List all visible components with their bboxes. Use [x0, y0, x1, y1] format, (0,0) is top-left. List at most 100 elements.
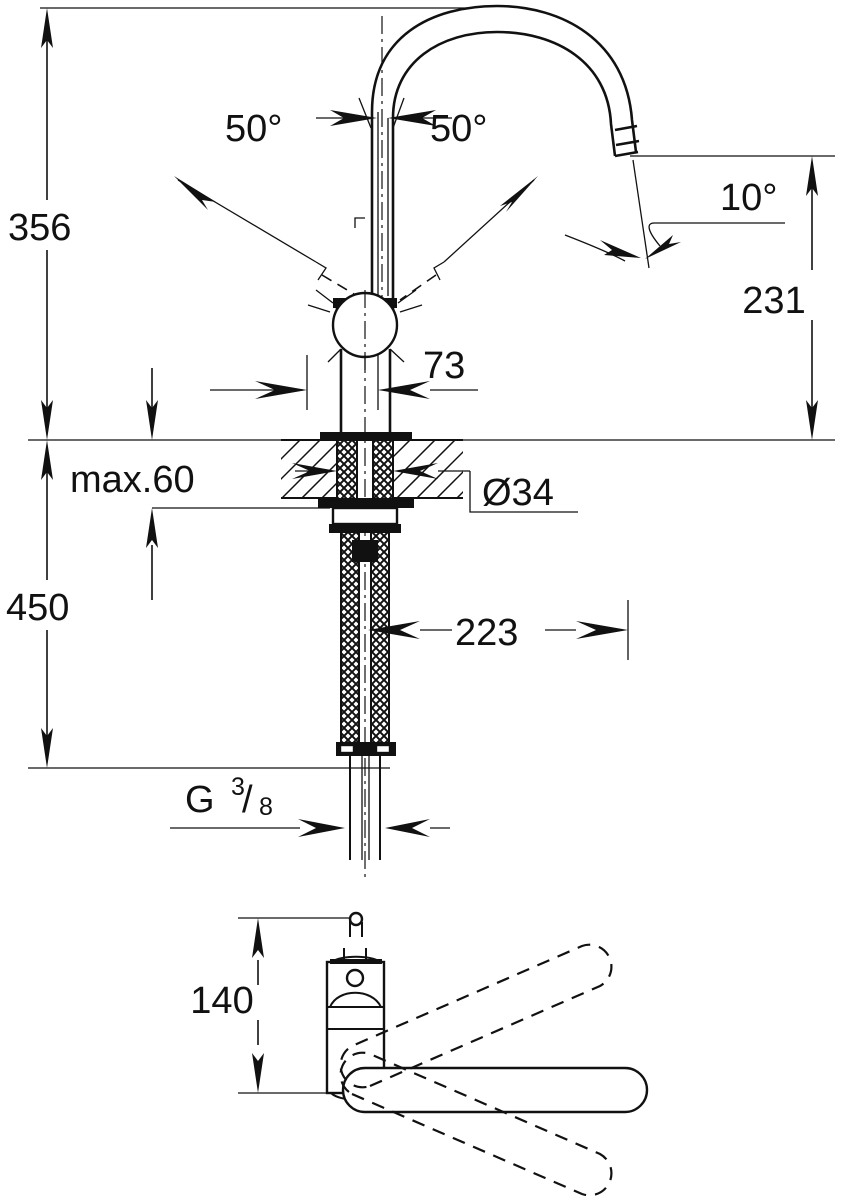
- base-flange: [320, 432, 412, 441]
- dim-max60-arrow-bottom: [146, 508, 158, 548]
- mounting-nut: [331, 506, 399, 526]
- hose-mid-collar: [352, 540, 378, 562]
- mounting-assembly: [318, 432, 414, 533]
- ball-tick-3: [397, 289, 417, 304]
- thread-denominator: 8: [259, 793, 273, 821]
- dim-140-arrow-bottom: [252, 1053, 264, 1093]
- swing-ref-arrow-left: [330, 110, 377, 126]
- dim-223-arrow-left: [368, 621, 420, 639]
- swing-ref-arrow-right: [388, 110, 436, 126]
- dimension-231: 231: [742, 156, 818, 440]
- plan-lever-swing-upper: [339, 943, 613, 1089]
- dimension-140: 140: [190, 917, 362, 1094]
- plan-lever-swing-lower: [339, 1051, 613, 1197]
- thread-arrow-left: [298, 819, 345, 837]
- angle-10-leader: [648, 222, 712, 247]
- spout-collar-line-1: [614, 124, 638, 132]
- dimension-hole-diameter: Ø34: [292, 463, 578, 514]
- dim-d34-label: Ø34: [482, 472, 554, 514]
- nut-base: [329, 524, 401, 533]
- thread-label-G: G: [185, 779, 215, 821]
- dim-73-arrow-right: [378, 381, 430, 399]
- plan-lever-handle: [341, 1066, 649, 1114]
- plan-index-circle: [348, 911, 364, 927]
- dim-73-arrow-left: [255, 381, 307, 399]
- dim-356-arrow-bottom: [41, 400, 53, 440]
- dim-231-arrow-top: [806, 156, 818, 196]
- ball-tick-4: [399, 304, 423, 313]
- dimension-356: 356: [8, 8, 71, 440]
- dim-73-label: 73: [423, 345, 465, 387]
- countertop-right: [388, 440, 463, 498]
- ball-tick-6: [389, 348, 405, 363]
- spout-riser-notch: [354, 217, 365, 228]
- ball-tick-2: [307, 304, 331, 313]
- hose-left-braid: [341, 533, 359, 745]
- hose-right-braid: [371, 533, 389, 745]
- dimension-223: 223: [368, 600, 629, 660]
- angle-50-left-label: 50°: [225, 108, 282, 150]
- plan-body-dome-arc: [329, 991, 382, 1008]
- spout-inner-profile: [391, 30, 617, 300]
- lever-swing-up-outline: [339, 943, 613, 1089]
- plan-top-cap: [330, 959, 382, 964]
- dim-140-label: 140: [190, 980, 253, 1022]
- front-elevation-view: 356 450 231: [6, 4, 835, 880]
- plan-pivot-hole: [345, 968, 365, 988]
- thread-numerator: 3: [231, 773, 245, 801]
- dimension-450: 450: [6, 440, 69, 768]
- dim-223-label: 223: [455, 612, 518, 654]
- flexible-hoses: [336, 533, 396, 860]
- spout-collar-line-2: [615, 139, 640, 147]
- angle-50-left-indicator: 50°: [174, 108, 365, 301]
- spout-outer-profile: [370, 4, 638, 300]
- plan-top-cap-arc: [331, 955, 381, 963]
- dim-231-arrow-bottom: [806, 400, 818, 440]
- spout-gooseneck: [354, 4, 640, 300]
- angle-10-label: 10°: [720, 177, 777, 219]
- dim-140-arrow-top: [252, 918, 264, 958]
- dim-450-arrow-bottom: [41, 728, 53, 768]
- ball-tick-5: [327, 348, 342, 363]
- angle-50-right-arrow: [500, 176, 538, 212]
- swing-tick-left: [358, 97, 372, 129]
- swing-tick-right: [392, 97, 405, 129]
- lever-swing-down-outline: [339, 1051, 613, 1197]
- dimension-73: 73: [210, 345, 478, 410]
- angle-10-arc-left: [564, 234, 626, 262]
- d34-leader-shelf: [469, 471, 578, 513]
- thread-arrow-right: [385, 819, 430, 837]
- lever-handle-body: [341, 1066, 649, 1114]
- shank-thread-left: [337, 441, 357, 498]
- dimension-max60: max.60: [70, 368, 330, 600]
- d34-arrow-right: [393, 463, 438, 479]
- hose-end-detail-left: [338, 743, 356, 755]
- shank-thread-right: [373, 441, 393, 498]
- angle-50-right-elbow: [433, 261, 445, 281]
- dim-356-arrow-top: [41, 8, 53, 48]
- angle-10-arrow-left: [600, 240, 641, 258]
- clamp-washer: [318, 498, 414, 508]
- angle-10-indicator: 10°: [564, 159, 785, 269]
- dim-450-label: 450: [6, 587, 69, 629]
- swing-reference-arrows: [316, 97, 452, 129]
- dim-223-arrow-right: [576, 621, 628, 639]
- angle-10-arrow-right: [645, 235, 681, 259]
- angle-10-ray: [632, 159, 650, 269]
- dimension-thread: G 3 / 8: [170, 773, 450, 837]
- angle-50-left-arrow: [174, 176, 216, 210]
- dim-max60-arrow-top: [146, 400, 158, 440]
- dim-450-arrow-top: [41, 440, 53, 480]
- ball-tick-1: [315, 289, 334, 304]
- angle-50-right-label: 50°: [430, 108, 487, 150]
- top-plan-view: 140: [190, 911, 649, 1197]
- spout-outlet-edge: [614, 150, 639, 158]
- d34-arrow-left: [292, 463, 337, 479]
- faucet-body-column: [339, 349, 392, 880]
- hose-end-detail-right: [374, 743, 392, 755]
- angle-50-right-dash: [399, 274, 437, 301]
- dim-max60-label: max.60: [70, 459, 195, 501]
- angle-50-left-elbow: [315, 261, 327, 281]
